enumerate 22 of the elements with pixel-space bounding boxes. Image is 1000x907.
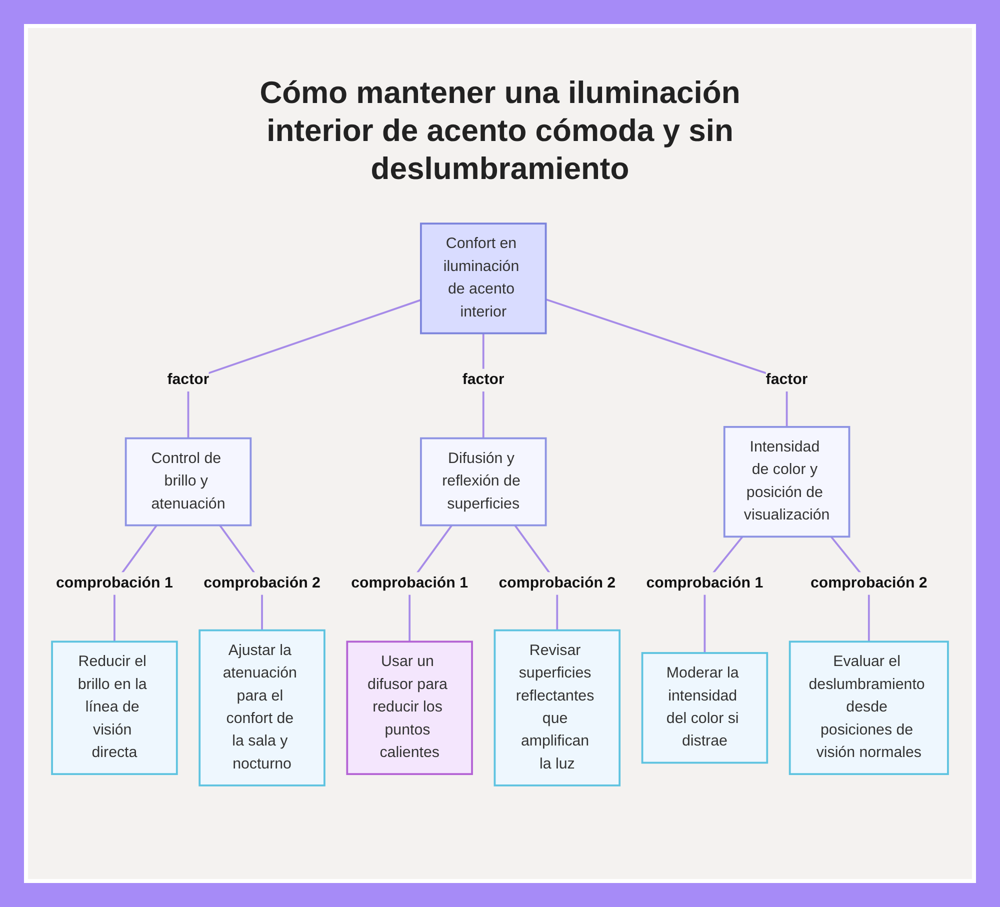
- edge-label: comprobación 2: [204, 574, 320, 592]
- edge-label: factor: [766, 372, 808, 388]
- edge-label: factor: [462, 372, 504, 388]
- edge-label: comprobación 1: [56, 574, 173, 592]
- node-box: Reducir el brillo en la línea de visión directa: [51, 640, 178, 776]
- edge-label: comprobación 2: [810, 574, 928, 592]
- node-box: Revisar superficies reflectantes que amplifican la luz: [494, 629, 621, 786]
- node-box: Ajustar la atenuación para el confort de la sala y nocturno: [198, 629, 326, 786]
- connector: [187, 299, 422, 438]
- node-box: Evaluar el deslumbramiento desde posiciones de visión normales: [788, 640, 949, 776]
- node-box: Confort en iluminación de acento interior: [420, 222, 547, 334]
- connector: [546, 298, 788, 427]
- node-box: Intensidad de color y posición de visualización: [723, 426, 850, 538]
- node-box: Usar un difusor para reducir los puntos calientes: [346, 640, 473, 776]
- node-box: Control de brillo y atenuación: [124, 437, 252, 526]
- node-box: Moderar la intensidad del color si distrae: [641, 652, 768, 764]
- edge-label: comprobación 1: [351, 574, 468, 592]
- edge-label: comprobación 1: [646, 574, 764, 592]
- edge-label: comprobación 2: [498, 574, 616, 592]
- edge-label: factor: [167, 372, 210, 388]
- node-box: Difusión y reflexión de superficies: [420, 437, 547, 526]
- diagram-title: Cómo mantener una iluminación interior de acento cómoda y sin deslumbramiento: [258, 74, 742, 188]
